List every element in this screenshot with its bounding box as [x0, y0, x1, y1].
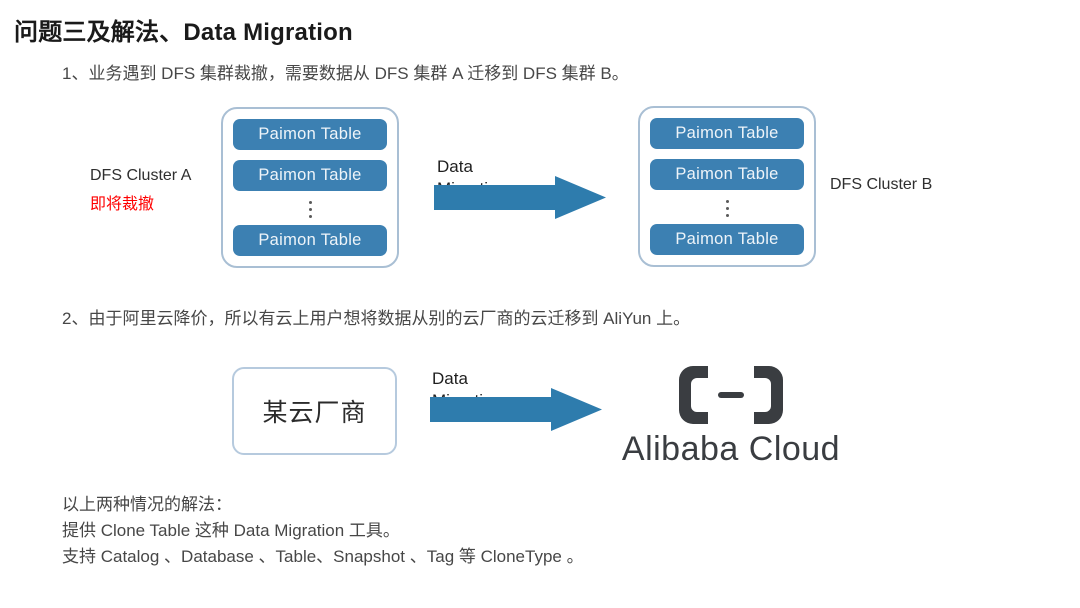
cluster-a-label: DFS Cluster A	[90, 167, 192, 184]
paimon-table-chip: Paimon Table	[650, 224, 804, 255]
footer-line-1: 以上两种情况的解法：	[62, 495, 232, 514]
source-cloud-vendor-label: 某云厂商	[262, 399, 367, 427]
paimon-table-chip: Paimon Table	[650, 118, 804, 149]
cluster-b-label: DFS Cluster B	[830, 176, 933, 193]
solution-footer: 以上两种情况的解法： 提供 Clone Table 这种 Data Migrat…	[62, 492, 584, 570]
paragraph-item-2: 2、由于阿里云降价，所以有云上用户想将数据从别的云厂商的云迁移到 AliYun …	[62, 309, 691, 328]
paimon-table-chip: Paimon Table	[233, 160, 387, 191]
alibaba-cloud-wordmark: Alibaba Cloud	[621, 430, 841, 468]
migration-arrow-2-icon	[430, 388, 602, 431]
paimon-table-chip: Paimon Table	[233, 225, 387, 256]
alibaba-cloud-logo: Alibaba Cloud	[620, 364, 842, 476]
page-title: 问题三及解法、Data Migration	[14, 19, 353, 46]
vertical-ellipsis-icon	[223, 201, 397, 218]
source-cloud-vendor-box: 某云厂商	[232, 367, 397, 455]
migration-arrow-1-icon	[434, 176, 606, 219]
footer-line-2: 提供 Clone Table 这种 Data Migration 工具。	[62, 521, 400, 540]
cluster-a-warning-label: 即将裁撤	[90, 196, 155, 213]
cluster-a-box: Paimon Table Paimon Table Paimon Table	[221, 107, 399, 268]
vertical-ellipsis-icon	[640, 200, 814, 217]
arrow-label-line-1: Data	[437, 157, 473, 176]
footer-line-3: 支持 Catalog 、Database 、Table、Snapshot 、Ta…	[62, 547, 584, 566]
paragraph-item-1: 1、业务遇到 DFS 集群裁撤，需要数据从 DFS 集群 A 迁移到 DFS 集…	[62, 64, 629, 83]
cluster-b-box: Paimon Table Paimon Table Paimon Table	[638, 106, 816, 267]
paimon-table-chip: Paimon Table	[650, 159, 804, 190]
paimon-table-chip: Paimon Table	[233, 119, 387, 150]
arrow-label-line-1: Data	[432, 369, 468, 388]
alibaba-cloud-bracket-icon	[677, 364, 785, 426]
